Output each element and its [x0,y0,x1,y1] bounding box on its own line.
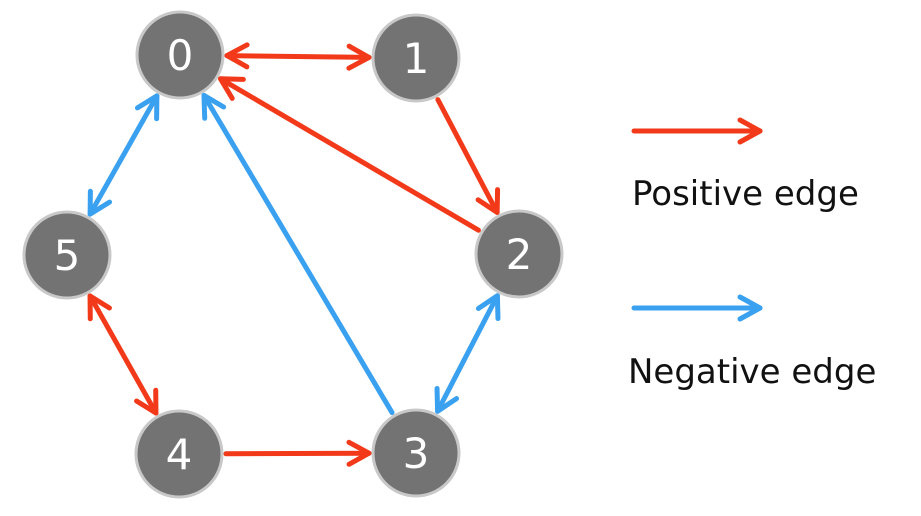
node-3: 3 [371,408,461,498]
legend-negative-label: Negative edge [628,352,876,392]
edges-layer [87,42,501,467]
node-circle [22,210,112,300]
node-label: 2 [506,230,533,279]
legend-negative-arrow [631,294,763,322]
node-label: 0 [167,31,194,80]
node-circle [371,13,461,103]
node-label: 1 [403,34,430,83]
edge-0-1-positive [224,42,372,71]
node-0: 0 [135,10,225,100]
node-label: 5 [54,231,81,280]
edge-5-4-positive [87,293,159,416]
node-label: 4 [166,430,193,479]
edge-2-0-positive [218,76,481,233]
legend: Positive edge Negative edge [628,117,876,392]
node-label: 3 [403,429,430,478]
nodes-layer: 0 1 2 3 4 5 [22,10,564,499]
edge-2-3-negative [434,293,501,414]
node-5: 5 [22,210,112,300]
node-circle [135,10,225,100]
node-4: 4 [134,409,224,499]
edge-3-0-negative [201,92,395,416]
edge-0-5-negative [87,93,160,217]
node-circle [371,408,461,498]
edge-4-3-positive [223,439,372,467]
node-2: 2 [474,209,564,299]
legend-positive-label: Positive edge [632,174,859,214]
edge-1-2-positive [435,97,501,215]
node-1: 1 [371,13,461,103]
node-circle [134,409,224,499]
node-circle [474,209,564,299]
legend-positive-arrow [631,117,763,145]
